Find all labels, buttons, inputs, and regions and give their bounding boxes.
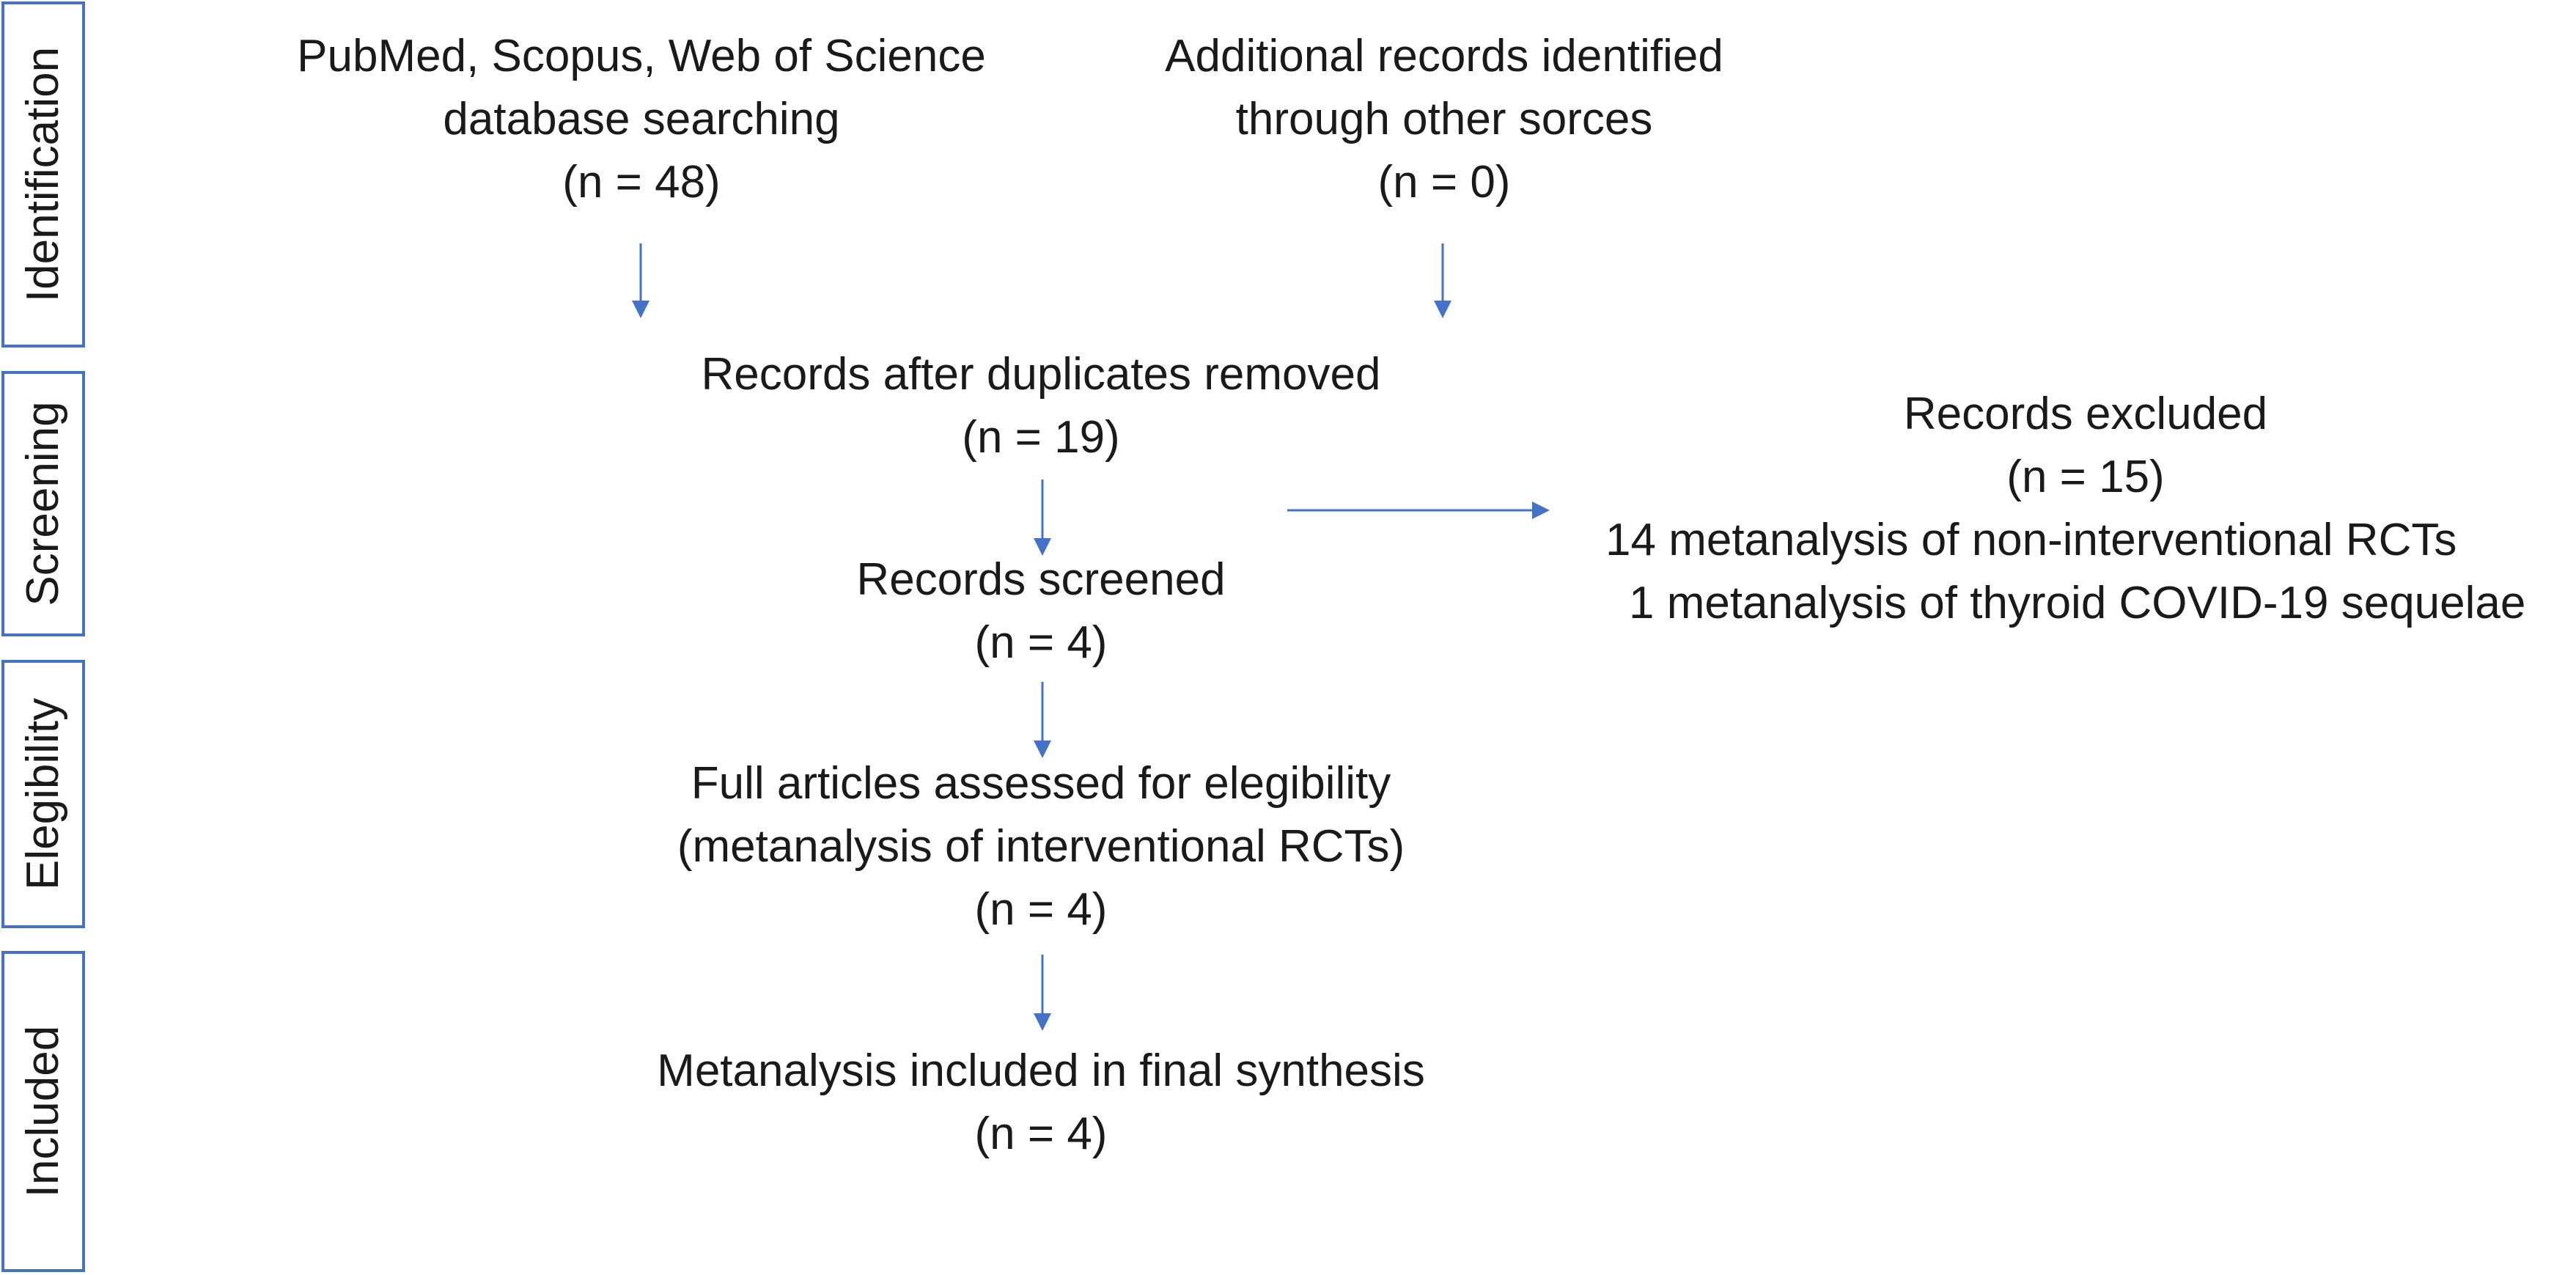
records-excluded-count: (n = 15) bbox=[2006, 452, 2165, 502]
arrow-full-articles-to-included bbox=[1034, 955, 1051, 1031]
arrow-to-excluded bbox=[1287, 501, 1550, 519]
duplicates-removed-count: (n = 19) bbox=[962, 412, 1120, 463]
records-excluded-reason2: 1 metanalysis of thyroid COVID-19 sequel… bbox=[1629, 578, 2526, 628]
arrow-database-to-duplicates bbox=[632, 243, 649, 318]
included-synthesis-count: (n = 4) bbox=[974, 1109, 1108, 1159]
database-search-count: (n = 48) bbox=[562, 157, 721, 207]
full-articles-line1: Full articles assessed for elegibility bbox=[691, 758, 1391, 809]
phase-included: Included bbox=[1, 951, 85, 1272]
records-excluded-box: Records excluded (n = 15) 14 metanalysis… bbox=[1605, 383, 2566, 635]
duplicates-removed-line1: Records after duplicates removed bbox=[701, 349, 1381, 400]
other-sources-line2: through other sorces bbox=[1235, 94, 1653, 144]
included-synthesis-line1: Metanalysis included in final synthesis bbox=[657, 1046, 1425, 1096]
other-sources-count: (n = 0) bbox=[1377, 157, 1511, 207]
other-sources-line1: Additional records identified bbox=[1165, 31, 1723, 81]
database-search-box: PubMed, Scopus, Web of Science database … bbox=[257, 25, 1026, 214]
records-screened-count: (n = 4) bbox=[974, 617, 1108, 668]
phase-included-label: Included bbox=[18, 1025, 68, 1198]
phase-identification: Identification bbox=[1, 1, 85, 348]
phase-eligibility: Elegibility bbox=[1, 660, 85, 928]
duplicates-removed-box: Records after duplicates removed (n = 19… bbox=[630, 343, 1451, 469]
phase-eligibility-label: Elegibility bbox=[18, 698, 68, 890]
arrow-screened-to-full-articles bbox=[1034, 682, 1051, 758]
full-articles-line2: (metanalysis of interventional RCTs) bbox=[677, 821, 1405, 872]
records-screened-line1: Records screened bbox=[856, 554, 1226, 605]
full-articles-count: (n = 4) bbox=[974, 884, 1108, 935]
phase-screening: Screening bbox=[1, 371, 85, 636]
records-excluded-reason1: 14 metanalysis of non-interventional RCT… bbox=[1605, 515, 2457, 565]
database-search-line1: PubMed, Scopus, Web of Science bbox=[297, 31, 986, 81]
records-screened-box: Records screened (n = 4) bbox=[748, 548, 1334, 675]
phase-screening-label: Screening bbox=[18, 401, 68, 606]
included-synthesis-box: Metanalysis included in final synthesis … bbox=[601, 1040, 1481, 1166]
arrow-other-sources-to-duplicates bbox=[1434, 243, 1451, 318]
full-articles-box: Full articles assessed for elegibility (… bbox=[630, 752, 1451, 941]
records-excluded-line1: Records excluded bbox=[1903, 389, 2268, 439]
phase-identification-label: Identification bbox=[18, 46, 68, 303]
database-search-line2: database searching bbox=[443, 94, 840, 144]
other-sources-box: Additional records identified through ot… bbox=[1100, 25, 1789, 214]
arrow-duplicates-to-screened bbox=[1034, 479, 1051, 556]
